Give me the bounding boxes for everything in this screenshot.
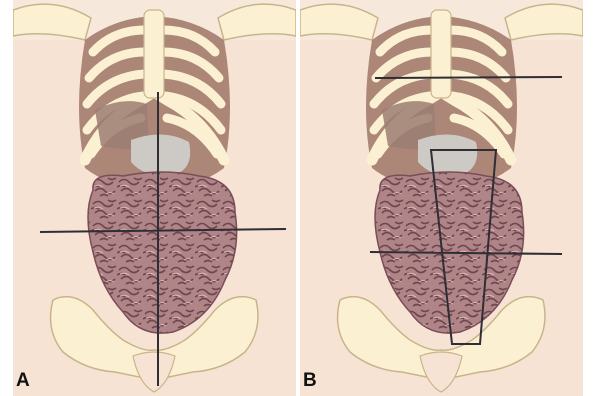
panel-a-anatomy: A (13, 0, 296, 396)
transpyloric-line-upper (375, 77, 562, 78)
sternum (431, 10, 451, 98)
panel-label-a: A (16, 370, 30, 392)
panel-b-anatomy: B (300, 0, 583, 396)
torso-illustration-a (13, 0, 296, 396)
sternum (144, 10, 164, 98)
torso-illustration-b (300, 0, 583, 396)
panel-label-b: B (303, 370, 317, 392)
